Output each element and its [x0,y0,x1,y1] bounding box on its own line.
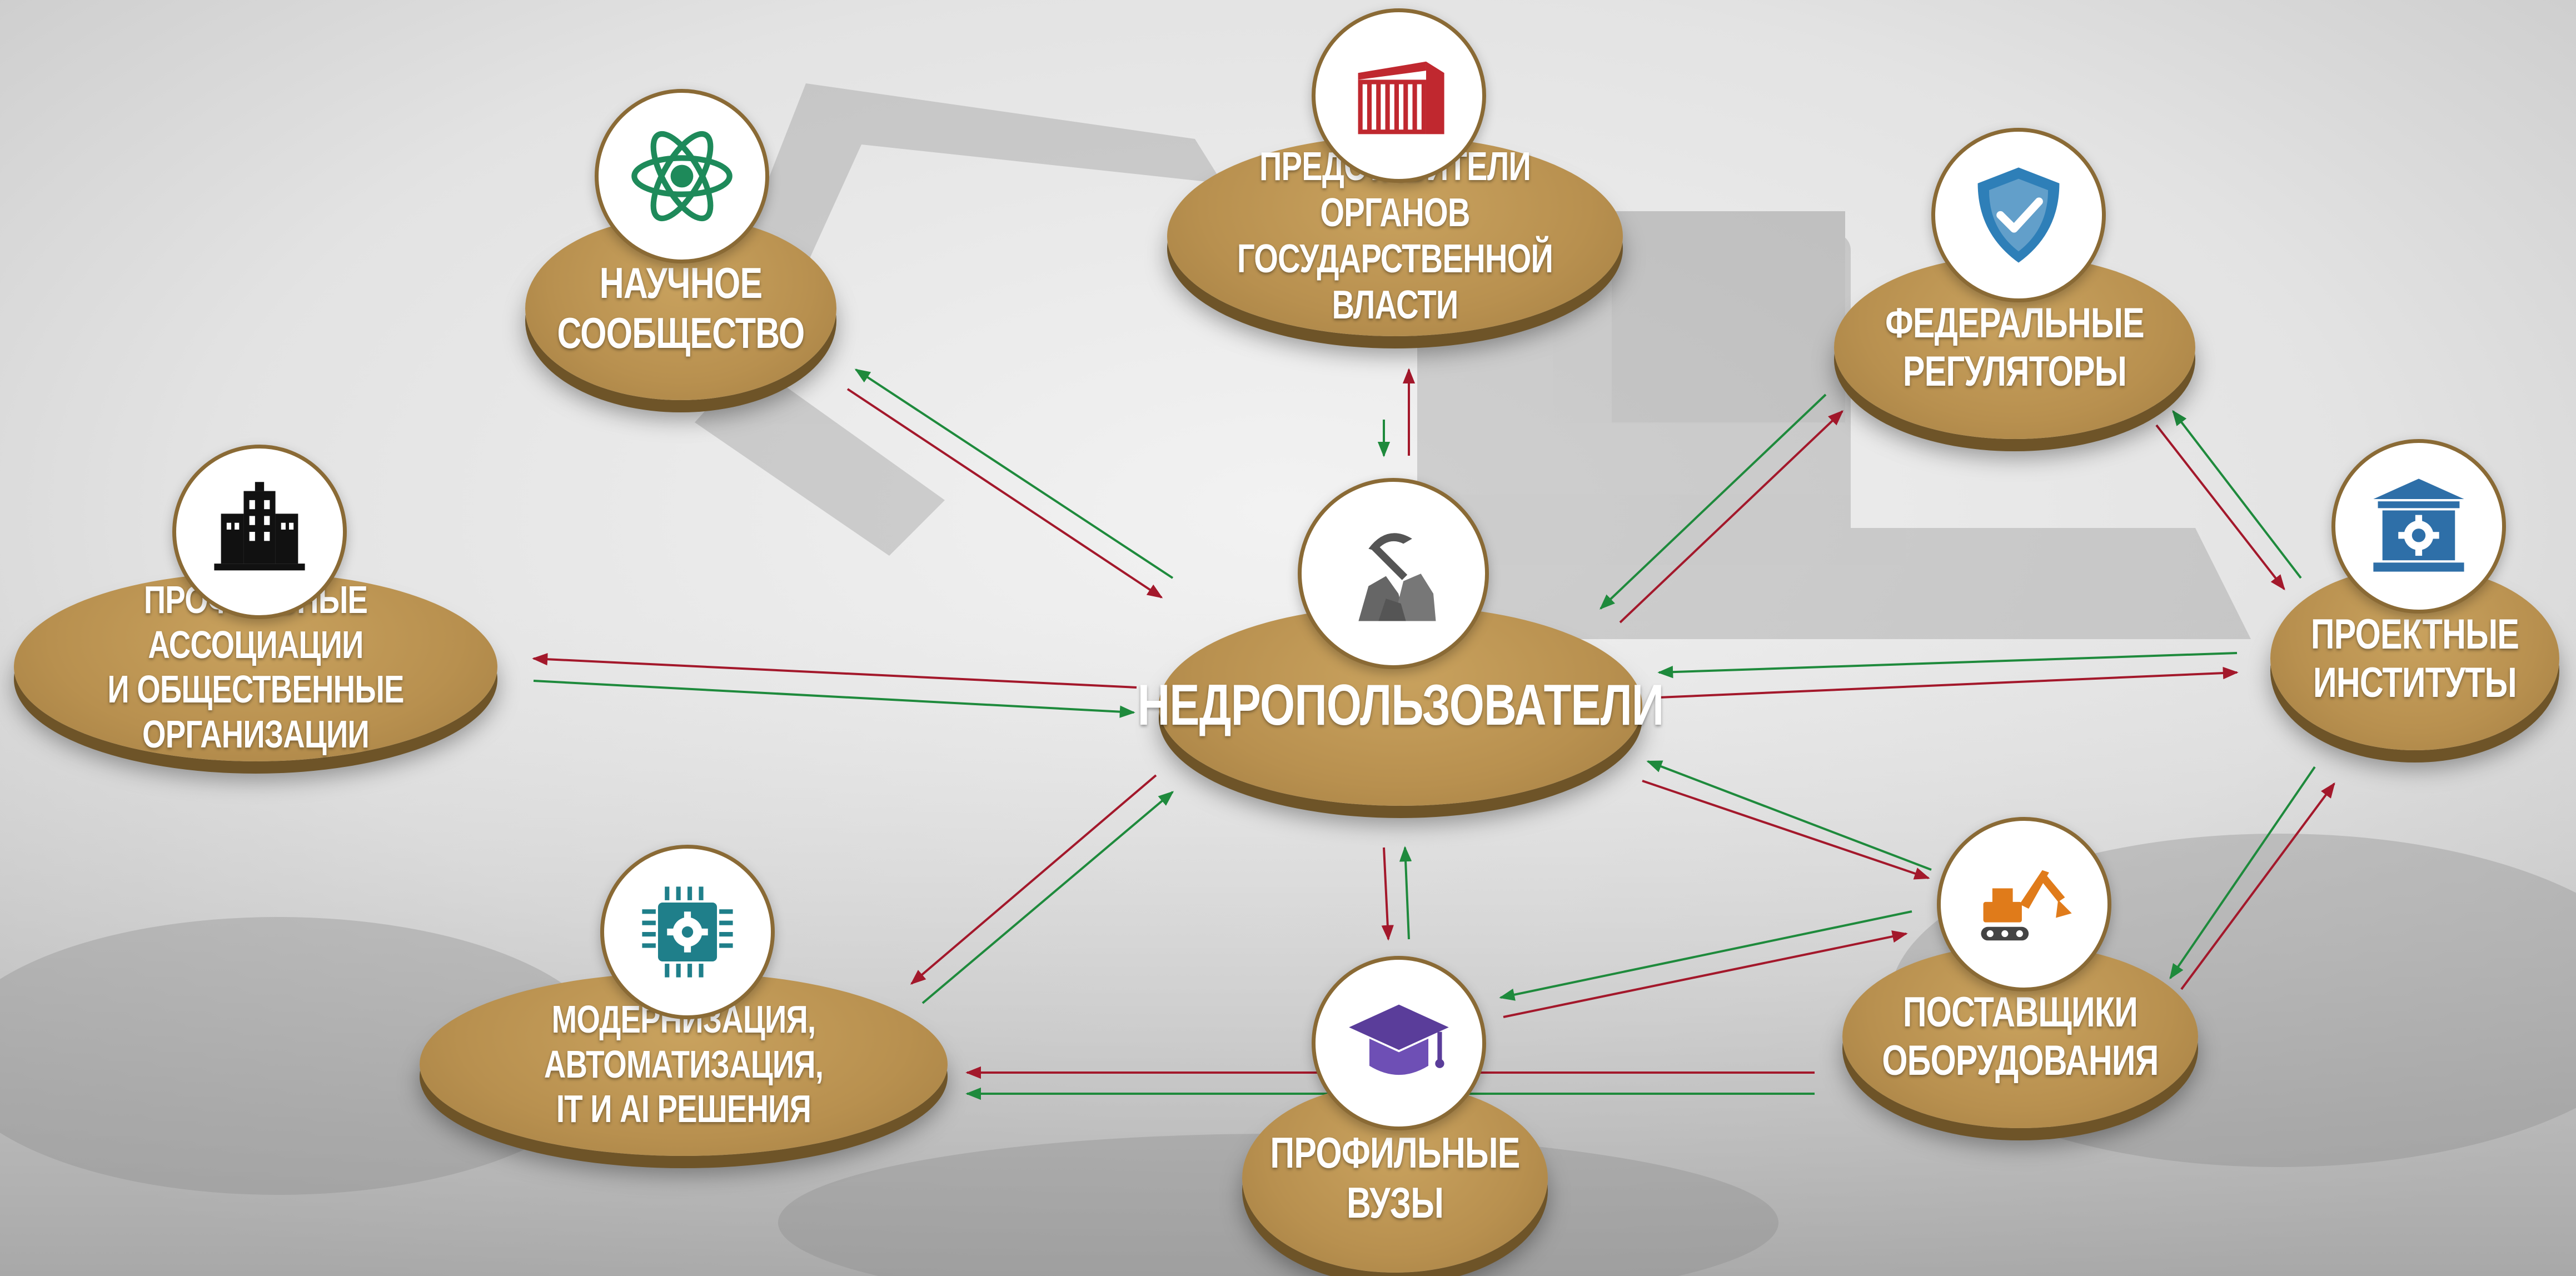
regulators-label: ФЕДЕРАЛЬНЫЕ РЕГУЛЯТОРЫ [1874,256,2156,439]
node-science: НАУЧНОЕ СООБЩЕСТВО [525,89,836,422]
science-label: НАУЧНОЕ СООБЩЕСТВО [557,217,805,400]
arrow-universities-to-suppliers [1503,930,1908,1018]
regulators-badge [1931,128,2106,302]
node-institutes: ПРОЕКТНЫЕ ИНСТИТУТЫ [2270,439,2559,772]
arrow-institutes-to-center [1657,652,2238,679]
regulators-line1: ФЕДЕРАЛЬНЫЕ [1885,299,2145,347]
node-modernization: МОДЕРНИЗАЦИЯ, АВТОМАТИЗАЦИЯ, IT И AI РЕШ… [420,845,948,1178]
node-government: ПРЕДСТАВИТЕЛИ ОРГАНОВ ГОСУДАРСТВЕННОЙ ВЛ… [1167,8,1623,353]
node-regulators: ФЕДЕРАЛЬНЫЕ РЕГУЛЯТОРЫ [1834,128,2195,461]
regulators-line2: РЕГУЛЯТОРЫ [1902,348,2127,395]
chip-gear-icon [642,886,733,978]
atom-icon [631,131,733,222]
universities-line1: ПРОФИЛЬНЫЕ [1270,1128,1520,1178]
universities-label: ПРОФИЛЬНЫЕ ВУЗЫ [1270,1084,1520,1273]
arrow-center-to-science [854,368,1174,579]
arrow-institutes-to-suppliers [2169,766,2316,980]
science-line2: СООБЩЕСТВО [557,308,805,357]
arrow-suppliers-to-universities [1499,910,1912,1001]
suppliers-badge [1937,817,2111,991]
suppliers-label: ПОСТАВЩИКИ ОБОРУДОВАНИЯ [1881,945,2159,1128]
associations-badge [172,445,347,619]
arrow-center-to-institutes [1658,666,2239,699]
science-line1: НАУЧНОЕ [599,258,763,308]
government-disk: ПРЕДСТАВИТЕЛИ ОРГАНОВ ГОСУДАРСТВЕННОЙ ВЛ… [1167,136,1623,336]
universities-line2: ВУЗЫ [1346,1178,1444,1227]
arrow-center-to-universities [1381,847,1394,941]
center-label-text: НЕДРОПОЛЬЗОВАТЕЛИ [1137,673,1665,738]
center-badge [1298,478,1489,669]
institutes-line1: ПРОЕКТНЫЕ [2310,610,2519,658]
government-badge [1312,8,1486,183]
node-nedropolzovateli: НЕДРОПОЛЬЗОВАТЕЛИ [1138,478,1665,823]
office-buildings-icon [214,482,305,571]
node-suppliers: ПОСТАВЩИКИ ОБОРУДОВАНИЯ [1842,817,2198,1150]
graduation-cap-icon [1349,1004,1449,1075]
arrow-suppliers-to-institutes [2180,782,2335,990]
arrow-center-to-suppliers [1642,780,1930,880]
shield-check-icon [1977,167,2060,263]
modernization-line2: IT И AI РЕШЕНИЯ [556,1087,811,1131]
associations-line2: И ОБЩЕСТВЕННЫЕ ОРГАНИЗАЦИИ [107,667,404,756]
arrow-regulators-to-center [1599,393,1827,610]
government-building-icon [1358,61,1444,134]
suppliers-line1: ПОСТАВЩИКИ [1902,988,2138,1036]
suppliers-disk: ПОСТАВЩИКИ ОБОРУДОВАНИЯ [1842,945,2198,1128]
arrow-regulators-to-institutes [2155,424,2285,591]
institute-gear-icon [2373,478,2464,572]
excavator-icon [1981,870,2072,941]
institutes-label: ПРОЕКТНЫЕ ИНСТИТУТЫ [2302,567,2528,750]
science-badge [595,89,769,263]
suppliers-line2: ОБОРУДОВАНИЯ [1882,1037,2159,1084]
arrow-center-to-modernization [910,774,1157,985]
arrow-center-to-regulators [1619,410,1844,624]
arrow-modernization-to-center [921,791,1174,1004]
arrow-institutes-to-regulators [2172,410,2302,579]
institutes-line2: ИНСТИТУТЫ [2313,659,2517,706]
institutes-badge [2331,439,2506,614]
arrow-associations-to-center [533,680,1135,718]
node-universities: ПРОФИЛЬНЫЕ ВУЗЫ [1242,956,1548,1276]
modernization-badge [600,845,775,1019]
arrow-universities-to-center [1399,846,1412,940]
government-line2: ГОСУДАРСТВЕННОЙ ВЛАСТИ [1237,237,1553,327]
arrow-suppliers-to-center [1646,760,1932,871]
center-disk: НЕДРОПОЛЬЗОВАТЕЛИ [1138,606,1665,806]
institutes-disk: ПРОЕКТНЫЕ ИНСТИТУТЫ [2270,567,2559,750]
node-associations: ПРОФИЛЬНЫЕ АССОЦИАЦИИ И ОБЩЕСТВЕННЫЕ ОРГ… [14,445,497,778]
center-label: НЕДРОПОЛЬЗОВАТЕЛИ [1138,606,1665,806]
pickaxe-rocks-icon [1358,533,1436,621]
universities-badge [1312,956,1486,1130]
arrow-science-to-center [846,388,1163,599]
arrow-center-to-associations [532,653,1137,689]
